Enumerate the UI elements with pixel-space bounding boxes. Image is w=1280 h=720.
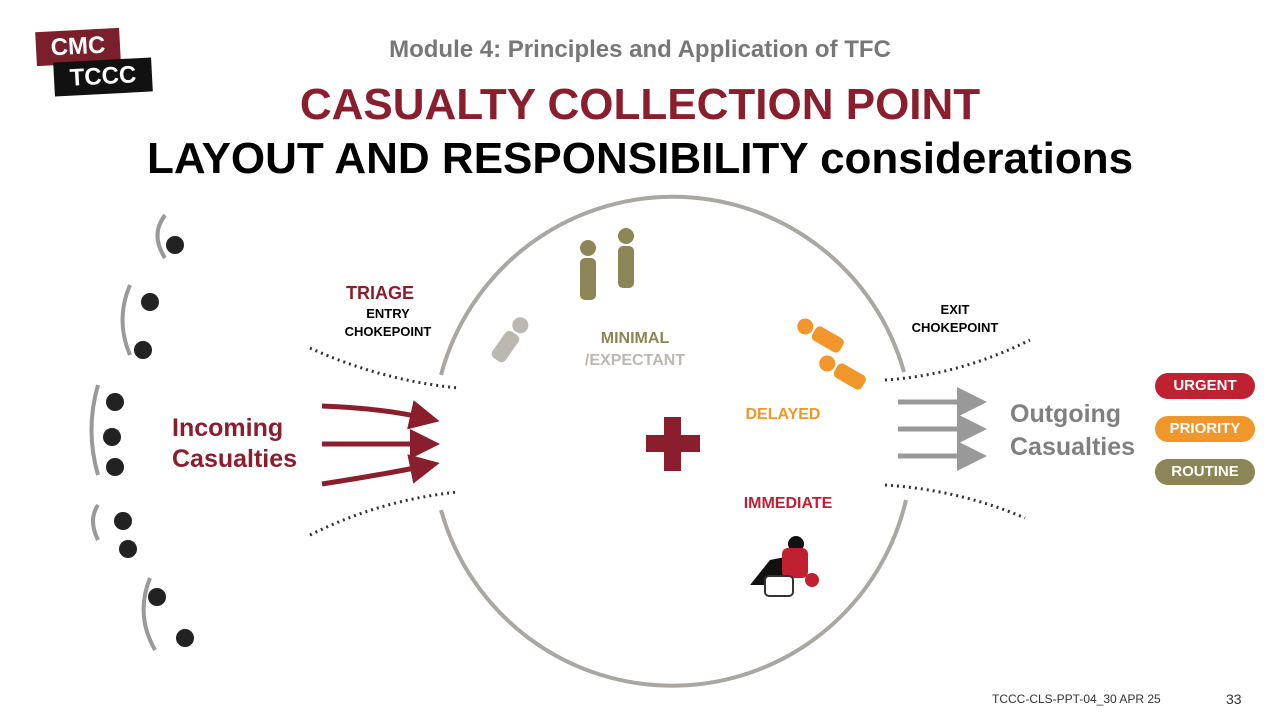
triage-label: TRIAGE bbox=[345, 283, 414, 303]
incoming-arrows bbox=[321, 400, 440, 487]
ccp-circle-top bbox=[439, 194, 906, 376]
outgoing-arrows bbox=[898, 387, 987, 471]
ccp-circle-bottom bbox=[439, 499, 908, 688]
title-line-2: LAYOUT AND RESPONSIBILITY considerations bbox=[146, 134, 1134, 183]
immediate-casualty-icon bbox=[750, 536, 819, 597]
minimal-casualty-icons bbox=[580, 228, 634, 300]
exit-dotted-bottom bbox=[884, 483, 1026, 520]
entry-dotted-bottom bbox=[309, 490, 459, 537]
expectant-casualty-icon bbox=[491, 317, 529, 363]
delayed-label: DELAYED bbox=[745, 406, 821, 423]
immediate-label: IMMEDIATE bbox=[743, 495, 833, 512]
incoming-line-2: Casualties bbox=[172, 445, 298, 473]
title-line-1: CASUALTY COLLECTION POINT bbox=[299, 80, 981, 129]
outgoing-line-1: Outgoing bbox=[1010, 400, 1122, 428]
priority-pill-urgent: URGENT bbox=[1155, 373, 1255, 399]
incoming-line-1: Incoming bbox=[172, 414, 284, 442]
page-number: 33 bbox=[1226, 691, 1242, 707]
outgoing-line-2: Casualties bbox=[1010, 433, 1136, 461]
delayed-casualty-icons bbox=[797, 318, 866, 390]
entry-chokepoint-label: CHOKEPOINT bbox=[344, 324, 432, 339]
outgoing-casualties-label: Outgoing Casualties bbox=[1010, 398, 1135, 464]
entry-dotted-top bbox=[309, 346, 459, 390]
exit-label: EXIT bbox=[940, 302, 970, 317]
module-subtitle: Module 4: Principles and Application of … bbox=[389, 36, 891, 63]
exit-dotted-top bbox=[884, 338, 1031, 382]
medical-cross-icon bbox=[646, 417, 700, 471]
incoming-soldier-icons bbox=[89, 213, 194, 651]
footer-code: TCCC-CLS-PPT-04_30 APR 25 bbox=[992, 692, 1161, 706]
entry-label: ENTRY bbox=[366, 306, 410, 321]
expectant-label: /EXPECTANT bbox=[584, 352, 686, 369]
incoming-casualties-label: Incoming Casualties bbox=[172, 413, 297, 475]
priority-pill-routine: ROUTINE bbox=[1155, 459, 1255, 485]
minimal-label: MINIMAL bbox=[600, 330, 670, 347]
priority-pill-priority: PRIORITY bbox=[1155, 416, 1255, 442]
exit-chokepoint-label: CHOKEPOINT bbox=[911, 320, 999, 335]
